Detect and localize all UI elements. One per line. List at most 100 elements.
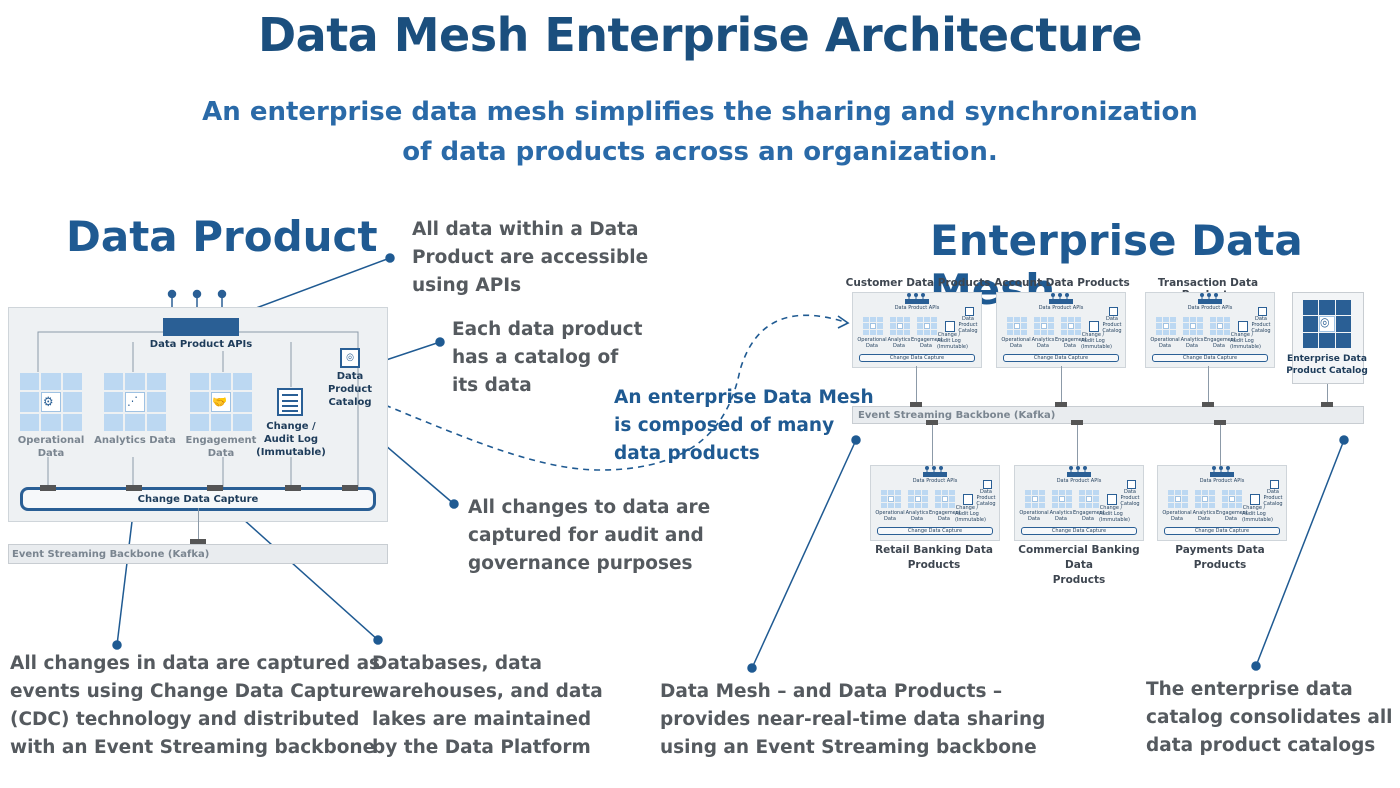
analytics-data-label: Analytics Data: [94, 435, 176, 446]
mini-store-label: Analytics Data: [1180, 337, 1204, 349]
note-enterprise-catalog: The enterprise data catalog consolidates…: [1146, 676, 1393, 760]
page-title: Data Mesh Enterprise Architecture: [257, 8, 1143, 62]
bottom-product-line: Products: [1052, 574, 1106, 586]
mini-log-label: Change / Audit Log (Immutable): [955, 505, 986, 523]
scatter-chart-icon: ⋰: [127, 394, 138, 408]
catalog-line: Data: [336, 371, 364, 382]
mini-store-label: Operational Data: [857, 337, 887, 349]
note-line: using APIs: [412, 275, 522, 296]
note-line: An enterprise Data Mesh: [614, 387, 874, 408]
mini-log-label: Change / Audit Log (Immutable): [1230, 332, 1261, 350]
mini-store: [1079, 490, 1099, 508]
mini-store-label: Analytics Data: [1192, 510, 1216, 522]
catalog-label: Data Product Catalog: [320, 370, 380, 409]
note-line: has a catalog of: [452, 347, 619, 368]
mini-log-icon: [1238, 321, 1248, 332]
catalog-icon: ◎: [340, 348, 360, 368]
analytics-data-store: [104, 373, 166, 431]
note-line: is composed of many: [614, 415, 835, 436]
note-line: with an Event Streaming backbone: [10, 737, 376, 758]
store-label-line: Operational: [17, 435, 85, 446]
mini-log-label: Change / Audit Log (Immutable): [1081, 332, 1112, 350]
enterprise-catalog-line: Enterprise Data: [1287, 354, 1367, 364]
change-log-label: Change / Audit Log (Immutable): [254, 420, 328, 459]
mini-store: [1183, 317, 1203, 335]
mini-api-label: Data Product APIs: [1199, 478, 1245, 484]
mini-store: [1061, 317, 1081, 335]
mesh-link: [1327, 382, 1328, 406]
mini-catalog-label: Data Product Catalog: [1263, 489, 1283, 507]
mini-cdc-bar: [1021, 527, 1137, 535]
mini-store-label: Engagement Data: [911, 337, 943, 349]
note-line: data products: [614, 443, 760, 464]
bottom-product-line: Commercial Banking Data: [1018, 544, 1140, 571]
handshake-icon: 🤝: [212, 395, 227, 409]
change-log-line: (Immutable): [256, 447, 326, 458]
enterprise-catalog-label: Enterprise Data Product Catalog: [1286, 353, 1368, 377]
mini-log-icon: [1250, 494, 1260, 505]
mini-log-icon: [963, 494, 973, 505]
mini-catalog-icon: [965, 307, 974, 316]
mini-api-pins: [906, 286, 926, 301]
change-log-line: Audit Log: [263, 434, 319, 445]
page-subtitle: An enterprise data mesh simplifies the s…: [150, 92, 1250, 172]
note-composed: An enterprise Data Mesh is composed of m…: [614, 384, 874, 468]
change-log-icon: [277, 388, 303, 416]
mini-catalog-label: Data Product Catalog: [1120, 489, 1140, 507]
mini-cdc-label: Change Data Capture: [907, 528, 963, 534]
backbone-label: Event Streaming Backbone (Kafka): [12, 549, 210, 560]
gears-icon: ⚙: [43, 395, 54, 410]
mini-log-icon: [945, 321, 955, 332]
enterprise-catalog-grid: [1303, 300, 1351, 348]
mini-api-pins: [1068, 459, 1088, 474]
mini-api-label: Data Product APIs: [1038, 305, 1084, 311]
cdc-connector: [342, 485, 358, 491]
mini-catalog-label: Data Product Catalog: [976, 489, 996, 507]
mesh-link: [932, 422, 933, 466]
mini-store: [1156, 317, 1176, 335]
mini-api-box: [1198, 299, 1222, 304]
globe-icon: ◎: [1320, 315, 1330, 329]
mini-store: [1195, 490, 1215, 508]
mini-catalog-icon: [1127, 480, 1136, 489]
mini-log-icon: [1089, 321, 1099, 332]
note-changes: All changes to data are captured for aud…: [468, 494, 710, 578]
event-streaming-backbone: [8, 544, 388, 564]
note-line: captured for audit and: [468, 525, 704, 546]
mini-api-label: Data Product APIs: [912, 478, 958, 484]
mini-catalog-label: Data Product Catalog: [1251, 316, 1271, 334]
mini-api-box: [923, 472, 947, 477]
mini-store: [1034, 317, 1054, 335]
mini-catalog-icon: [1258, 307, 1267, 316]
mini-log-icon: [1107, 494, 1117, 505]
mesh-connector: [1321, 402, 1333, 407]
mesh-link: [1220, 422, 1221, 466]
bottom-product-line: Products: [907, 559, 961, 571]
mini-api-box: [905, 299, 929, 304]
mini-store-label: Operational Data: [1019, 510, 1049, 522]
mini-cdc-label: Change Data Capture: [1194, 528, 1250, 534]
mesh-backbone-label: Event Streaming Backbone (Kafka): [858, 410, 1056, 421]
mesh-link: [1061, 366, 1062, 406]
mini-store: [1168, 490, 1188, 508]
mini-catalog-label: Data Product Catalog: [958, 316, 978, 334]
mesh-connector: [1202, 402, 1214, 407]
note-line: Databases, data: [372, 653, 542, 674]
mini-store-label: Analytics Data: [887, 337, 911, 349]
top-product-title: Account Data Products: [994, 277, 1130, 289]
mini-store-label: Analytics Data: [905, 510, 929, 522]
bottom-product-line: Retail Banking Data: [875, 544, 993, 556]
mesh-event-streaming-backbone: [852, 406, 1364, 424]
note-line: Product are accessible: [412, 247, 649, 268]
mini-store-label: Engagement Data: [1055, 337, 1087, 349]
mini-cdc-label: Change Data Capture: [1051, 528, 1107, 534]
note-line: using an Event Streaming backbone: [660, 737, 1037, 758]
mini-cdc-bar: [1003, 354, 1119, 362]
mini-store: [1007, 317, 1027, 335]
cdc-connector: [207, 485, 223, 491]
mini-catalog-icon: [1270, 480, 1279, 489]
mini-api-pins: [1211, 459, 1231, 474]
